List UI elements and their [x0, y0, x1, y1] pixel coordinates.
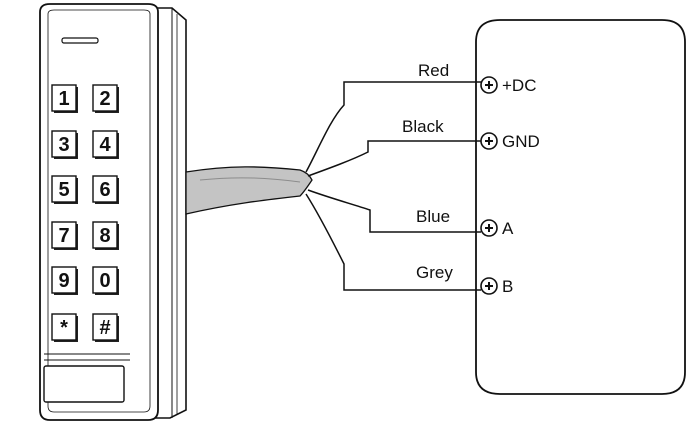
key-cap	[92, 130, 118, 158]
key-1[interactable]: 1	[51, 84, 78, 113]
key-label: 6	[99, 179, 110, 201]
keypad-inner-bevel	[47, 9, 151, 413]
wire-blue	[307, 189, 481, 233]
wire-label-blue: Blue	[416, 207, 450, 226]
terminal-b: B	[480, 277, 513, 296]
keypad-keys: 1 2 3 4 5 6 7 8 9 0 * #	[51, 84, 119, 342]
key-label: 5	[58, 179, 69, 201]
terminal-cross	[485, 81, 493, 89]
key-label: 7	[58, 225, 69, 247]
key-label: 0	[99, 270, 110, 292]
wire-red	[305, 81, 481, 173]
key-2[interactable]: 2	[92, 84, 119, 113]
key-0[interactable]: 0	[92, 266, 119, 295]
key-3[interactable]: 3	[51, 130, 78, 159]
cable-highlight	[199, 177, 301, 183]
card-reader-window	[43, 365, 125, 403]
key-label: 2	[99, 88, 110, 110]
key-label: 9	[58, 270, 69, 292]
key-9[interactable]: 9	[51, 266, 78, 295]
key-6[interactable]: 6	[92, 175, 119, 204]
key-cap	[51, 130, 77, 158]
wire-grey	[305, 193, 481, 291]
wire-black	[307, 140, 481, 177]
terminal-label-a: A	[502, 219, 514, 238]
keypad-device: 1 2 3 4 5 6 7 8 9 0 * #	[39, 3, 187, 421]
terminal-cross	[485, 137, 493, 145]
terminal-label-dc: +DC	[502, 76, 536, 95]
cable-sheath	[185, 166, 313, 215]
terminal-cross	[485, 224, 493, 232]
terminal-cross	[485, 282, 493, 290]
key-star[interactable]: *	[51, 313, 78, 342]
key-cap	[92, 221, 118, 249]
key-label: *	[60, 317, 68, 339]
terminal-a: A	[480, 219, 514, 238]
key-label: #	[99, 317, 110, 339]
key-cap	[51, 84, 77, 112]
key-cap	[92, 84, 118, 112]
key-4[interactable]: 4	[92, 130, 119, 159]
key-cap	[51, 221, 77, 249]
wire-label-grey: Grey	[416, 263, 453, 282]
wire-label-black: Black	[402, 117, 444, 136]
wire-label-red: Red	[418, 61, 449, 80]
key-7[interactable]: 7	[51, 221, 78, 250]
terminal-dc: +DC	[480, 76, 536, 95]
controller-box	[475, 19, 686, 395]
key-label: 1	[58, 88, 69, 110]
key-cap	[92, 266, 118, 294]
cable	[185, 166, 313, 215]
key-hash[interactable]: #	[92, 313, 119, 342]
indicator-slot	[61, 37, 99, 44]
key-cap	[51, 266, 77, 294]
key-label: 8	[99, 225, 110, 247]
wires	[305, 81, 481, 291]
key-label: 3	[58, 134, 69, 156]
terminal-gnd: GND	[480, 132, 540, 151]
key-cap	[51, 175, 77, 203]
key-cap	[92, 175, 118, 203]
key-8[interactable]: 8	[92, 221, 119, 250]
terminal-label-gnd: GND	[502, 132, 540, 151]
key-5[interactable]: 5	[51, 175, 78, 204]
key-label: 4	[99, 134, 111, 156]
key-cap	[51, 313, 77, 341]
terminal-label-b: B	[502, 277, 513, 296]
keypad-front-face	[39, 3, 159, 421]
key-cap	[92, 313, 118, 341]
